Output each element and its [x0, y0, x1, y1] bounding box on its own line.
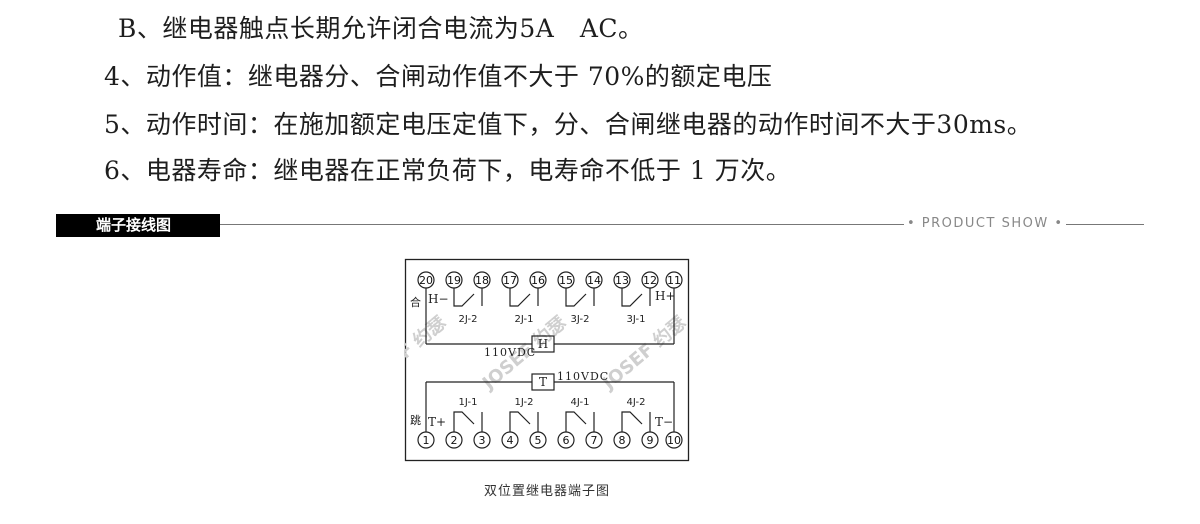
svg-text:7: 7	[591, 434, 598, 447]
terminal: 16	[529, 271, 547, 289]
terminal: 9	[641, 431, 659, 449]
terminal: 14	[585, 271, 603, 289]
svg-text:14: 14	[587, 274, 601, 287]
terminal: 2	[445, 431, 463, 449]
terminal: 15	[557, 271, 575, 289]
contact-label: 2J-1	[515, 314, 534, 325]
h-plus-label: H+	[655, 289, 676, 303]
svg-text:10: 10	[667, 434, 681, 447]
terminal: 10	[665, 431, 683, 449]
terminal: 18	[473, 271, 491, 289]
terminal-wiring-diagram: JOSEF 约瑟 JOSEF 约瑟 JOSEF 约瑟 JOSEF 约瑟 20 1…	[404, 258, 690, 462]
contact-symbol-1j-1	[453, 411, 483, 432]
svg-text:17: 17	[503, 274, 517, 287]
svg-text:8: 8	[619, 434, 626, 447]
terminal: 6	[557, 431, 575, 449]
terminal: 13	[613, 271, 631, 289]
svg-text:11: 11	[667, 274, 681, 287]
svg-text:2: 2	[451, 434, 458, 447]
svg-text:9: 9	[647, 434, 654, 447]
trip-label: 跳	[410, 413, 421, 427]
t-coil-label: T	[539, 375, 547, 389]
contact-label: 1J-2	[515, 397, 534, 408]
contact-label: 3J-1	[627, 314, 646, 325]
svg-text:1: 1	[423, 434, 430, 447]
contact-label: 4J-1	[571, 397, 590, 408]
contact-symbol-2j-2	[453, 288, 483, 307]
h-coil-label: H	[538, 337, 548, 351]
svg-text:4: 4	[507, 434, 514, 447]
spec-line-operate-time: 5、动作时间：在施加额定电压定值下，分、合闸继电器的动作时间不大于30ms。	[104, 110, 1033, 139]
svg-text:20: 20	[419, 274, 433, 287]
svg-text:19: 19	[447, 274, 461, 287]
diagram-frame	[404, 258, 690, 462]
contact-symbol-2j-1	[509, 288, 539, 307]
contact-label: 2J-2	[459, 314, 478, 325]
terminal: 17	[501, 271, 519, 289]
t-voltage-label: 110VDC	[557, 370, 609, 383]
spec-line-contact-current: B、继电器触点长期允许闭合电流为5A AC。	[118, 14, 644, 43]
terminal: 19	[445, 271, 463, 289]
section-divider	[220, 224, 904, 225]
terminal: 11	[665, 271, 683, 289]
svg-text:3: 3	[479, 434, 486, 447]
svg-text:5: 5	[535, 434, 542, 447]
section-divider-end	[1066, 224, 1144, 225]
contact-symbol-3j-1	[621, 288, 651, 307]
t-minus-label: T−	[655, 415, 673, 429]
section-subtitle: • PRODUCT SHOW •	[907, 216, 1064, 231]
terminal: 20	[417, 271, 435, 289]
svg-text:18: 18	[475, 274, 489, 287]
contact-symbol-4j-2	[621, 411, 651, 432]
contact-symbol-4j-1	[565, 411, 595, 432]
terminal: 8	[613, 431, 631, 449]
svg-text:12: 12	[643, 274, 657, 287]
svg-text:15: 15	[559, 274, 573, 287]
t-plus-label: T+	[428, 415, 446, 429]
contact-label: 3J-2	[571, 314, 590, 325]
spec-line-lifetime: 6、电器寿命：继电器在正常负荷下，电寿命不低于 1 万次。	[104, 156, 792, 185]
terminal: 1	[417, 431, 435, 449]
contact-label: 4J-2	[627, 397, 646, 408]
terminal: 12	[641, 271, 659, 289]
terminal: 4	[501, 431, 519, 449]
contact-symbol-3j-2	[565, 288, 595, 307]
svg-text:16: 16	[531, 274, 545, 287]
terminal: 5	[529, 431, 547, 449]
contact-symbol-1j-2	[509, 411, 539, 432]
spec-line-operate-value: 4、动作值：继电器分、合闸动作值不大于 70%的额定电压	[104, 62, 773, 91]
h-minus-label: H−	[428, 292, 449, 306]
contact-label: 1J-1	[459, 397, 478, 408]
close-label: 合	[410, 295, 421, 309]
svg-text:6: 6	[563, 434, 570, 447]
terminal: 3	[473, 431, 491, 449]
diagram-caption: 双位置继电器端子图	[483, 484, 610, 499]
h-voltage-label: 110VDC	[484, 346, 536, 359]
svg-text:13: 13	[615, 274, 629, 287]
section-title-tab: 端子接线图	[56, 214, 220, 237]
terminal: 7	[585, 431, 603, 449]
